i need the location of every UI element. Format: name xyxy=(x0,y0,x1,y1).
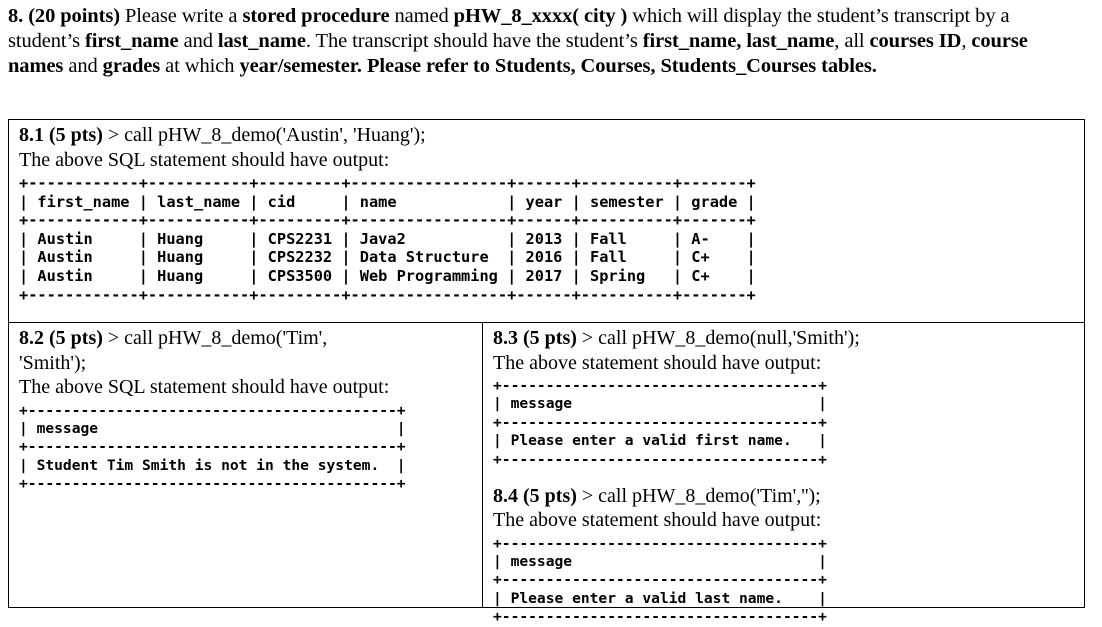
label-8-3: 8.3 (5 pts) xyxy=(493,327,577,349)
statement-8-1: 8.1 (5 pts) > call pHW_8_demo('Austin', … xyxy=(19,123,1084,148)
note-8-1: The above SQL statement should have outp… xyxy=(19,148,390,171)
answer-box: 8.1 (5 pts) > call pHW_8_demo('Austin', … xyxy=(8,119,1085,625)
call-8-2: > call pHW_8_demo('Tim', xyxy=(102,327,328,349)
lower-region: 8.2 (5 pts) > call pHW_8_demo('Tim', 'Sm… xyxy=(9,323,1084,625)
statement-8-3: 8.3 (5 pts) > call pHW_8_demo(null,'Smit… xyxy=(493,326,1084,351)
result-table-8-4: +------------------------------------+ |… xyxy=(493,534,827,626)
label-8-1: 8.1 (5 pts) xyxy=(19,124,103,146)
sub-question-8-2: 8.2 (5 pts) > call pHW_8_demo('Tim', 'Sm… xyxy=(9,323,483,607)
note-8-2: The above SQL statement should have outp… xyxy=(19,376,390,398)
statement-8-2: 8.2 (5 pts) > call pHW_8_demo('Tim', xyxy=(19,326,482,351)
call-8-4: > call pHW_8_demo('Tim',''); xyxy=(576,484,821,507)
result-table-8-3: +------------------------------------+ |… xyxy=(493,377,827,468)
statement-8-4: 8.4 (5 pts) > call pHW_8_demo('Tim',''); xyxy=(493,484,1084,509)
call-8-1: > call pHW_8_demo('Austin', 'Huang'); xyxy=(102,124,426,146)
sub-questions-8-3-8-4: 8.3 (5 pts) > call pHW_8_demo(null,'Smit… xyxy=(483,323,1084,625)
note-8-4: The above statement should have output: xyxy=(493,509,822,532)
call-8-3: > call pHW_8_demo(null,'Smith'); xyxy=(576,327,860,349)
sub-question-8-1: 8.1 (5 pts) > call pHW_8_demo('Austin', … xyxy=(9,120,1084,323)
label-8-4: 8.4 (5 pts) xyxy=(493,484,577,507)
result-table-8-1: +------------+-----------+---------+----… xyxy=(19,174,756,304)
result-table-8-2: +---------------------------------------… xyxy=(19,401,406,493)
call-8-2-line2: 'Smith'); xyxy=(19,351,87,374)
question-prompt-text: 8. (20 points) Please write a stored pro… xyxy=(8,5,1028,77)
note-8-3: The above statement should have output: xyxy=(493,351,822,374)
label-8-2: 8.2 (5 pts) xyxy=(19,327,103,349)
question-prompt: 8. (20 points) Please write a stored pro… xyxy=(8,4,1086,79)
